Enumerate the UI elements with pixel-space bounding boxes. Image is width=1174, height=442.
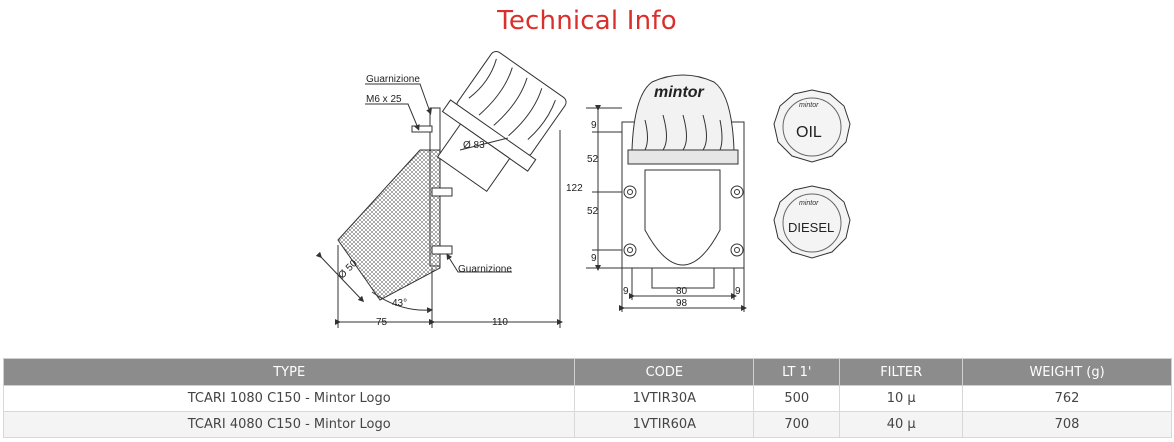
table-header-row: TYPE CODE LT 1' FILTER WEIGHT (g) bbox=[2, 358, 1172, 386]
cap-oil-label: OIL bbox=[796, 124, 822, 141]
label-gasket-top: Guarnizione bbox=[366, 74, 420, 85]
cap-diesel-label: DIESEL bbox=[788, 220, 834, 235]
label-dim-52-b: 52 bbox=[587, 206, 599, 217]
cell-type: TCARI 4080 C150 - Mintor Logo bbox=[2, 411, 576, 438]
header-weight: WEIGHT (g) bbox=[962, 358, 1172, 386]
label-dim-98: 98 bbox=[676, 298, 688, 309]
label-diameter-83: Ø 83 bbox=[463, 140, 485, 151]
cap-oil: mintor OIL bbox=[773, 89, 851, 163]
cap-oil-brand: mintor bbox=[799, 102, 819, 109]
front-view bbox=[586, 74, 747, 312]
label-dim-9-left: 9 bbox=[623, 286, 629, 297]
cell-lt: 700 bbox=[753, 411, 841, 438]
label-dim-9-right: 9 bbox=[735, 286, 741, 297]
cell-lt: 500 bbox=[753, 385, 841, 412]
label-angle: 43° bbox=[392, 298, 407, 309]
cell-filter: 10 µ bbox=[839, 385, 964, 412]
page-title: Technical Info bbox=[497, 6, 677, 36]
cell-weight: 708 bbox=[962, 411, 1172, 438]
side-view bbox=[315, 50, 567, 328]
front-brand: mintor bbox=[654, 84, 705, 101]
cap-diesel: mintor DIESEL bbox=[773, 185, 851, 259]
technical-drawing: Guarnizione M6 x 25 Ø 83 Ø 50 Guarnizion… bbox=[315, 50, 851, 328]
cell-code: 1VTIR60A bbox=[574, 411, 755, 438]
table-row: TCARI 4080 C150 - Mintor Logo 1VTIR60A 7… bbox=[2, 411, 1172, 438]
label-dim-9-top: 9 bbox=[591, 120, 597, 131]
header-lt: LT 1' bbox=[753, 358, 841, 386]
label-dim-110: 110 bbox=[492, 317, 508, 328]
label-dim-75: 75 bbox=[376, 317, 388, 328]
label-dim-80: 80 bbox=[676, 286, 688, 297]
label-dim-122: 122 bbox=[566, 183, 583, 194]
label-screw: M6 x 25 bbox=[366, 94, 402, 105]
table-row: TCARI 1080 C150 - Mintor Logo 1VTIR30A 5… bbox=[2, 385, 1172, 412]
label-dim-52-a: 52 bbox=[587, 154, 599, 165]
label-gasket-bottom: Guarnizione bbox=[458, 264, 512, 275]
cell-code: 1VTIR30A bbox=[574, 385, 755, 412]
spec-table: TYPE CODE LT 1' FILTER WEIGHT (g) TCARI … bbox=[2, 358, 1172, 438]
mesh-filter bbox=[337, 149, 441, 301]
header-code: CODE bbox=[574, 358, 755, 386]
header-type: TYPE bbox=[2, 358, 576, 386]
cell-type: TCARI 1080 C150 - Mintor Logo bbox=[2, 385, 576, 412]
cap-diesel-brand: mintor bbox=[799, 200, 819, 207]
cell-weight: 762 bbox=[962, 385, 1172, 412]
label-dim-9-bottom: 9 bbox=[591, 253, 597, 264]
cell-filter: 40 µ bbox=[839, 411, 964, 438]
header-filter: FILTER bbox=[839, 358, 964, 386]
